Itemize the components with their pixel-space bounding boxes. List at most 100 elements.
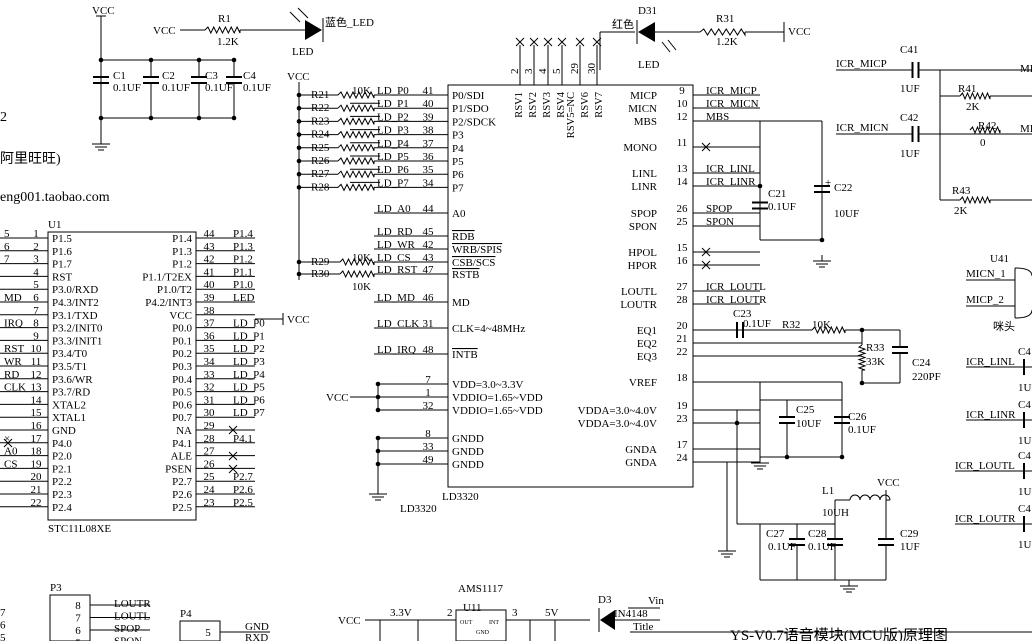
pin-name: HPOR xyxy=(628,260,658,272)
pin-name: LINR xyxy=(631,181,657,193)
pin-name: SPON xyxy=(629,221,657,233)
no-connect-mark xyxy=(515,37,525,47)
c26-ref: C26 xyxy=(848,411,867,423)
d31-ref: D31 xyxy=(638,5,657,17)
r1-ref: R1 xyxy=(218,13,231,25)
u1-net-label: P1.0 xyxy=(233,279,253,291)
rsv-pin-num: 29 xyxy=(569,63,581,75)
u1-net-label: CLK xyxy=(4,382,26,394)
u1-pin-num: 19 xyxy=(31,458,43,470)
u1-net-label: LD_P0 xyxy=(233,318,265,330)
no-connect-mark xyxy=(3,438,13,448)
net-label: LD_P0 xyxy=(377,85,409,97)
d3-diode xyxy=(600,610,615,630)
rsv-pin-num: 5 xyxy=(551,68,563,74)
blue-led-diode xyxy=(305,20,322,40)
u1-pin-num: 7 xyxy=(33,305,39,317)
net-label: LOUTR xyxy=(114,598,151,610)
c21-ref: C21 xyxy=(768,188,786,200)
mic-net: MI xyxy=(1020,123,1032,135)
pin-name: P5 xyxy=(452,156,464,168)
u1-pin-name: P2.0 xyxy=(52,451,72,463)
pin-num: 7 xyxy=(0,607,6,619)
c24-ref: C24 xyxy=(912,357,931,369)
cap-ref: C4 xyxy=(1018,450,1031,462)
u1-pin-name: P1.4 xyxy=(172,233,192,245)
u1-pin-num: 44 xyxy=(204,228,216,240)
pin-name: HPOL xyxy=(628,247,657,259)
no-connect-mark xyxy=(228,451,238,461)
r1-resistor xyxy=(204,25,241,35)
net-label: LD_RST xyxy=(377,264,418,276)
u1-pin-name: PSEN xyxy=(165,463,192,475)
pin-name: VDDIO=1.65~VDD xyxy=(452,392,543,404)
u1-net-label: P1.4 xyxy=(233,228,253,240)
net-label: ICR_LINR xyxy=(966,409,1016,421)
u1-net-label: LD_P7 xyxy=(233,407,265,419)
rsv-pin-num: 3 xyxy=(523,68,535,74)
u1-pin-num: 23 xyxy=(204,497,216,509)
c29-ref: C29 xyxy=(900,528,919,540)
u1-pin-name: P3.4/T0 xyxy=(52,348,88,360)
pin-num: 7 xyxy=(75,613,81,625)
u1-pin-num: 13 xyxy=(31,382,43,394)
r43-ref: R43 xyxy=(952,185,971,197)
pull-up-resistor xyxy=(339,257,375,267)
u1-pin-num: 9 xyxy=(33,330,39,342)
u1-pin-name: P2.6 xyxy=(172,489,192,501)
led-arrow xyxy=(289,11,301,23)
pull-up-resistor xyxy=(337,156,375,166)
u1-pin-num: 29 xyxy=(204,420,216,432)
u1-pin-num: 18 xyxy=(31,446,43,458)
title-label: Title xyxy=(633,621,654,633)
r33-resistor xyxy=(857,344,867,371)
pin-name: GNDA xyxy=(625,444,657,456)
pin-name: GNDD xyxy=(452,433,484,445)
pin-name: MBS xyxy=(634,116,657,128)
vcc-label: VCC xyxy=(287,71,310,83)
net-label: LD_A0 xyxy=(377,203,411,215)
pin-name: OUT xyxy=(460,620,473,626)
r32-resistor xyxy=(811,325,846,335)
u1-pin-num: 38 xyxy=(204,305,216,317)
pin-name: MICP xyxy=(630,90,657,102)
led-arrow xyxy=(667,39,677,51)
rsv-label: RSV2 xyxy=(528,92,539,118)
u1-part: STC11L08XE xyxy=(48,523,111,535)
ld3320-ref: LD3320 xyxy=(442,491,479,503)
l1-ref: L1 xyxy=(822,485,834,497)
u1-pin-name: P1.3 xyxy=(172,246,192,258)
junction-dot xyxy=(839,454,845,460)
pin-num: 10 xyxy=(677,98,689,110)
junction-dot xyxy=(859,380,865,386)
u1-pin-name: P4.2/INT3 xyxy=(145,297,192,309)
u1-net-label: P1.2 xyxy=(233,254,253,266)
pin-name: MD xyxy=(452,297,470,309)
pin-name: P0/SDI xyxy=(452,90,485,102)
u1-pin-name: P3.2/INIT0 xyxy=(52,323,103,335)
net-label: LD_P5 xyxy=(377,151,409,163)
pin-num: 39 xyxy=(423,111,435,123)
u1-pin-name: NA xyxy=(176,425,192,437)
u41-ref: U41 xyxy=(990,253,1009,265)
net-label: LD_P2 xyxy=(377,111,409,123)
pin-num: 22 xyxy=(677,346,688,358)
r41-resistor xyxy=(959,91,991,101)
u1-net-label: 7 xyxy=(4,254,10,266)
pin-num: 5 xyxy=(205,627,211,639)
pin-name: SPOP xyxy=(631,208,657,220)
d3-ref: D3 xyxy=(598,594,612,606)
vcc-label: VCC xyxy=(877,477,900,489)
c2-value: 0.1UF xyxy=(162,82,190,94)
p4-ref: P4 xyxy=(180,608,192,620)
left-text: eng001.taobao.com xyxy=(0,190,110,205)
res-value: 10K xyxy=(352,85,371,97)
pin-name: VREF xyxy=(629,377,657,389)
red-led-diode xyxy=(638,22,655,42)
pin-name: LOUTL xyxy=(621,286,657,298)
u1-pin-num: 42 xyxy=(204,254,215,266)
r31-value: 1.2K xyxy=(716,36,738,48)
vcc-label: VCC xyxy=(287,314,310,326)
net-label: MBS xyxy=(706,111,729,123)
c28-ref: C28 xyxy=(808,528,827,540)
